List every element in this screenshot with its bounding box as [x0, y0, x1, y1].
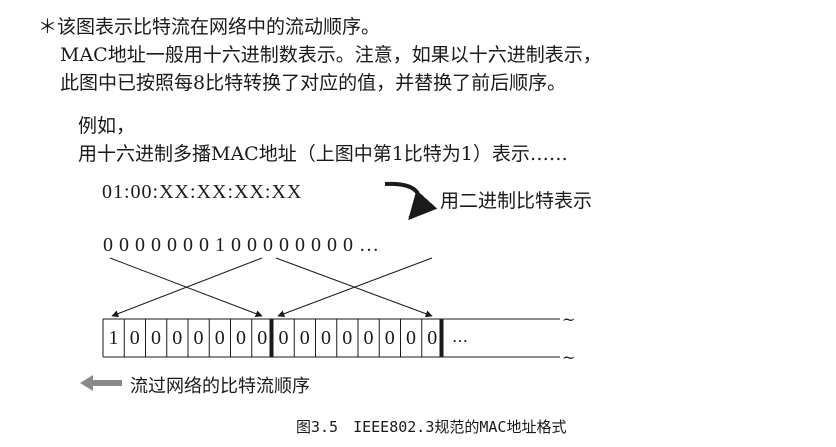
- bit-cell: 0: [151, 326, 161, 349]
- flow-arrow: [80, 375, 122, 391]
- example-description: 用十六进制多播MAC地址（上图中第1比特为1）表示……: [78, 143, 568, 165]
- hex-address: 01:00:XX:XX:XX:XX: [102, 181, 303, 203]
- bit-cell: 1: [108, 326, 119, 349]
- cross-arrow-d: [277, 257, 433, 318]
- example-heading: 例如，: [78, 115, 136, 137]
- bit-cell: 0: [342, 326, 353, 349]
- cells-ellipsis: …: [452, 327, 468, 346]
- bit-cell: 0: [427, 326, 438, 349]
- bit-cell: 0: [214, 326, 225, 349]
- figure-caption: 图3.5 IEEE802.3规范的MAC地址格式: [296, 418, 567, 436]
- bits-row: 0 0 0 0 0 0 0 1 0 0 0 0 0 0 0 0 …: [103, 234, 380, 256]
- bit-cell: 0: [406, 326, 416, 349]
- bit-cell: 0: [278, 326, 289, 349]
- binary-conversion-label: 用二进制比特表示: [440, 190, 593, 212]
- tilde-top: ~: [562, 310, 576, 329]
- bit-cell: 0: [172, 326, 183, 349]
- bit-cell: 0: [236, 326, 246, 349]
- tilde-bottom: ~: [562, 348, 576, 367]
- note-line-3: 此图中已按照每8比特转换了对应的值，并替换了前后顺序。: [60, 72, 567, 94]
- bit-cell: 0: [363, 326, 374, 349]
- bit-cell: 0: [299, 326, 310, 349]
- bit-cell: 0: [321, 326, 331, 349]
- flow-label: 流过网络的比特流顺序: [130, 376, 310, 397]
- conversion-arrow: [384, 181, 438, 221]
- bit-cell: 0: [257, 326, 268, 349]
- cross-arrow-b: [111, 257, 263, 317]
- note-line-1: ＊该图表示比特流在网络中的流动顺序。: [38, 16, 381, 38]
- note-line-2: MAC地址一般用十六进制数表示。注意，如果以十六进制表示，: [60, 44, 602, 66]
- bit-cell: 0: [193, 326, 204, 349]
- bit-cell: 0: [384, 326, 395, 349]
- bit-cell: 0: [129, 326, 140, 349]
